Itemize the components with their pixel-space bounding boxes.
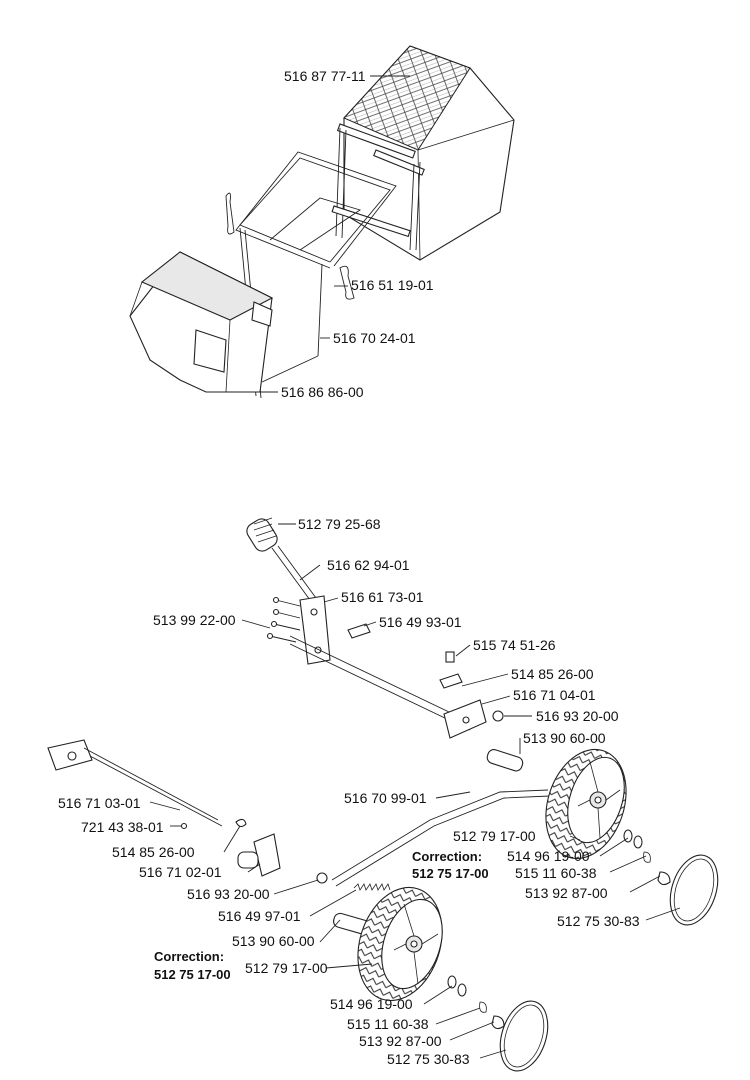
front-axle-drawing bbox=[47, 739, 223, 830]
label-clip-rear: 514 85 26-00 bbox=[511, 666, 594, 682]
label-wheel-front: 512 79 17-00 bbox=[245, 960, 328, 976]
label-washer-front: 516 93 20-00 bbox=[187, 886, 270, 902]
label-rear-plate: 516 71 04-01 bbox=[513, 687, 596, 703]
part-number-labels: 516 87 77-11 516 51 19-01 516 70 24-01 5… bbox=[58, 68, 640, 1067]
label-cap-rear: 513 92 87-00 bbox=[525, 885, 608, 901]
front-plate-drawing bbox=[235, 818, 281, 877]
rear-plate-drawing bbox=[443, 699, 487, 739]
correction-rear-number: 512 75 17-00 bbox=[412, 866, 489, 881]
label-height-lever: 516 62 94-01 bbox=[327, 557, 410, 573]
leader-lines-wheels bbox=[149, 523, 681, 1059]
label-small-pin: 721 43 38-01 bbox=[81, 819, 164, 835]
bag-pins-drawing bbox=[225, 192, 355, 300]
bracket-drawing bbox=[347, 623, 463, 689]
label-axle-pin-rear: 513 90 60-00 bbox=[523, 730, 606, 746]
label-washer-rear: 516 93 20-00 bbox=[536, 708, 619, 724]
spring-drawing bbox=[353, 883, 391, 891]
lever-plate-drawing bbox=[299, 595, 331, 665]
label-handle-grip: 512 79 25-68 bbox=[298, 516, 381, 532]
label-hubcap-rear: 512 75 30-83 bbox=[557, 913, 640, 929]
bolts-drawing bbox=[266, 596, 301, 643]
main-axle-drawing bbox=[289, 635, 471, 731]
grass-bag-drawing bbox=[331, 45, 515, 261]
link-rod-drawing bbox=[316, 789, 551, 887]
label-bag-pin: 516 51 19-01 bbox=[351, 277, 434, 293]
correction-front-title: Correction: bbox=[154, 949, 224, 964]
correction-rear-title: Correction: bbox=[412, 849, 482, 864]
label-bag-frame: 516 70 24-01 bbox=[333, 330, 416, 346]
front-wheel-drawing bbox=[357, 886, 443, 1002]
label-spring: 516 49 97-01 bbox=[218, 908, 301, 924]
label-front-plate: 516 71 02-01 bbox=[139, 864, 222, 880]
label-link-rod: 516 70 99-01 bbox=[344, 790, 427, 806]
correction-front-number: 512 75 17-00 bbox=[154, 967, 231, 982]
label-bracket: 516 49 93-01 bbox=[379, 614, 462, 630]
label-clip-front: 514 85 26-00 bbox=[112, 844, 195, 860]
label-bolts: 513 99 22-00 bbox=[153, 612, 236, 628]
rear-washer-pin-drawing bbox=[486, 710, 524, 772]
rear-wheel-drawing bbox=[545, 748, 627, 860]
front-wheel-hardware-drawing bbox=[447, 975, 549, 1072]
rear-wheel-hardware-drawing bbox=[623, 829, 719, 926]
label-cap-front: 513 92 87-00 bbox=[359, 1033, 442, 1049]
label-axle-pin-front: 513 90 60-00 bbox=[232, 933, 315, 949]
label-chute: 516 86 86-00 bbox=[281, 384, 364, 400]
label-grass-bag: 516 87 77-11 bbox=[284, 68, 366, 84]
label-wheel-rear: 512 79 17-00 bbox=[453, 828, 536, 844]
label-hubcap-front: 512 75 30-83 bbox=[387, 1051, 470, 1067]
leader-lines-bag bbox=[258, 75, 410, 393]
label-ring-rear: 515 11 60-38 bbox=[515, 865, 597, 881]
label-washer-w-front: 514 96 19-00 bbox=[330, 996, 413, 1012]
correction-notes: Correction: 512 75 17-00 Correction: 512… bbox=[154, 849, 489, 982]
label-front-axle: 516 71 03-01 bbox=[58, 795, 141, 811]
label-ring-front: 515 11 60-38 bbox=[347, 1016, 429, 1032]
chute-drawing bbox=[129, 251, 274, 393]
label-lever-plate: 516 61 73-01 bbox=[341, 589, 424, 605]
label-washer-w-rear: 514 96 19-00 bbox=[507, 848, 590, 864]
handle-lever-drawing bbox=[246, 517, 317, 601]
label-screw: 515 74 51-26 bbox=[473, 637, 556, 653]
